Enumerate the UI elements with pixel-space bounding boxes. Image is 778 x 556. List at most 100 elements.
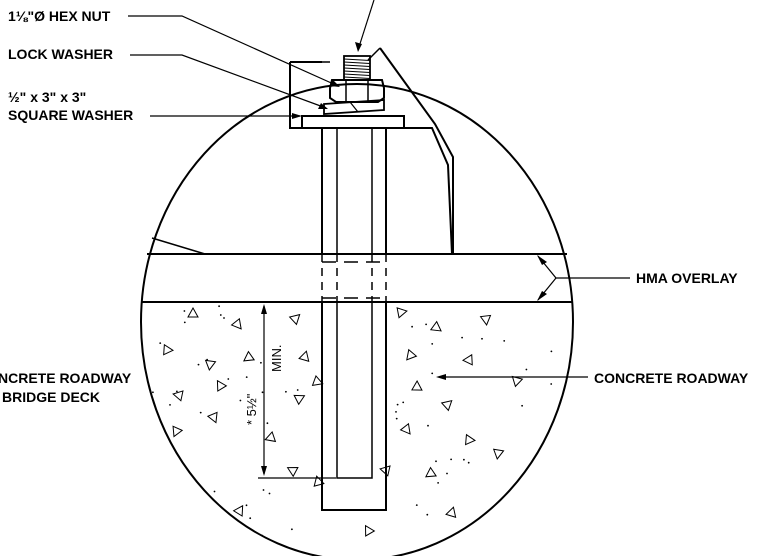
aggregate-dot xyxy=(260,361,262,364)
aggregate-dot xyxy=(169,404,171,406)
aggregate-dot xyxy=(291,528,293,531)
lock-washer-leader xyxy=(130,54,327,109)
aggregate-dot xyxy=(479,524,482,527)
hma-arrow-bottom xyxy=(537,291,547,301)
barrier-toe-line xyxy=(151,237,206,255)
aggregate-dot xyxy=(461,336,463,339)
aggregate-triangle xyxy=(172,425,184,438)
aggregate-triangle xyxy=(399,422,411,435)
aggregate-dot xyxy=(268,492,271,495)
thread-line xyxy=(343,73,371,76)
aggregate-dot xyxy=(227,378,230,380)
hex-nut-leader xyxy=(128,15,339,87)
aggregate-dot xyxy=(199,411,202,414)
aggregate-dot xyxy=(201,495,204,498)
aggregate-dot xyxy=(152,391,154,394)
embedment-dimension: * 5½" MIN. xyxy=(244,304,336,479)
hma-arrow-top xyxy=(537,255,547,265)
aggregate-dot xyxy=(182,516,184,518)
aggregate-dot xyxy=(159,342,162,344)
concrete-roadway-label: CONCRETE ROADWAY xyxy=(594,370,749,386)
aggregate-dot xyxy=(521,404,523,407)
aggregate-dot xyxy=(550,350,553,353)
aggregate-dot xyxy=(245,376,248,378)
aggregate-dot xyxy=(176,390,178,393)
aggregate-triangle xyxy=(461,353,473,366)
aggregate-dot xyxy=(503,340,506,342)
aggregate-dot xyxy=(245,504,248,507)
aggregate-dot xyxy=(446,472,448,475)
aggregate-dot xyxy=(285,390,287,393)
aggregate-dot xyxy=(396,403,399,406)
square-washer-leader-arrow xyxy=(292,113,302,119)
aggregate-triangle xyxy=(313,475,325,487)
aggregate-dot xyxy=(395,411,397,413)
hma-overlay-label: HMA OVERLAY xyxy=(636,270,738,286)
aggregate-triangle xyxy=(445,506,457,519)
aggregate-dot xyxy=(543,537,546,540)
aggregate-triangle xyxy=(311,374,324,386)
lock-washer-leader-arrow xyxy=(318,103,328,109)
concrete-roadway-left-label: NCRETE ROADWAY xyxy=(0,370,132,386)
aggregate-dot xyxy=(223,317,225,319)
aggregate-dot xyxy=(550,383,553,385)
aggregate-dot xyxy=(426,513,429,516)
aggregate-triangle xyxy=(425,466,438,478)
stud-threads xyxy=(343,58,371,79)
detail-circle xyxy=(140,83,574,556)
bolt-hidden-lines xyxy=(321,254,387,302)
bridge-deck-left-label: BRIDGE DECK xyxy=(2,389,100,405)
aggregate-dot xyxy=(395,417,398,420)
aggregate-triangle xyxy=(479,314,492,326)
aggregate-triangle xyxy=(163,343,175,356)
aggregate-triangle xyxy=(206,411,218,424)
aggregate-triangle xyxy=(216,379,228,392)
aggregate-dot xyxy=(402,401,405,404)
aggregate-dot xyxy=(538,511,541,514)
aggregate-triangle xyxy=(492,448,505,460)
thread-line xyxy=(343,64,371,67)
aggregate-dot xyxy=(182,527,185,530)
aggregate-triangle xyxy=(286,466,299,478)
aggregate-dot xyxy=(427,424,429,427)
aggregate-dot xyxy=(186,542,189,545)
aggregate-dot xyxy=(197,363,200,366)
thread-line xyxy=(343,58,371,61)
aggregate-dot xyxy=(529,467,532,470)
aggregate-dot xyxy=(218,305,221,308)
aggregate-triangle xyxy=(429,320,442,332)
aggregate-dot xyxy=(481,337,483,340)
thread-line xyxy=(343,61,371,64)
aggregate-dot xyxy=(296,389,299,391)
aggregate-triangle xyxy=(293,394,306,406)
top-leader xyxy=(357,0,375,51)
aggregate-triangle xyxy=(440,399,453,412)
aggregate-dot xyxy=(239,399,242,402)
bolt-sleeve-upper xyxy=(321,127,387,255)
aggregate-dot xyxy=(181,516,184,519)
aggregate-dot xyxy=(220,541,223,544)
bracket-outline xyxy=(289,47,454,255)
hex-nut xyxy=(329,79,385,103)
square-washer-size-label: ½" x 3" x 3" xyxy=(8,89,86,105)
aggregate-dot xyxy=(450,458,452,461)
aggregate-triangle xyxy=(298,350,310,362)
concrete-roadway-leader-arrow xyxy=(436,374,446,380)
aggregate-dot xyxy=(431,343,434,345)
aggregate-dot xyxy=(261,391,264,394)
embedment-min-note: MIN. xyxy=(269,345,284,372)
aggregate-dot xyxy=(435,460,437,463)
threaded-stud xyxy=(343,55,371,81)
aggregate-triangle xyxy=(406,348,418,361)
aggregate-triangle xyxy=(465,433,477,446)
aggregate-dot xyxy=(467,461,470,464)
aggregate-triangle xyxy=(243,350,256,362)
square-washer-label: SQUARE WASHER xyxy=(8,107,133,123)
aggregate-triangle xyxy=(230,317,242,330)
aggregate-triangle xyxy=(288,313,301,326)
aggregate-dot xyxy=(183,310,186,312)
aggregate-dot xyxy=(437,482,439,484)
hex-nut-label: 1⅛"Ø HEX NUT xyxy=(8,8,111,24)
aggregate-dot xyxy=(213,490,216,493)
